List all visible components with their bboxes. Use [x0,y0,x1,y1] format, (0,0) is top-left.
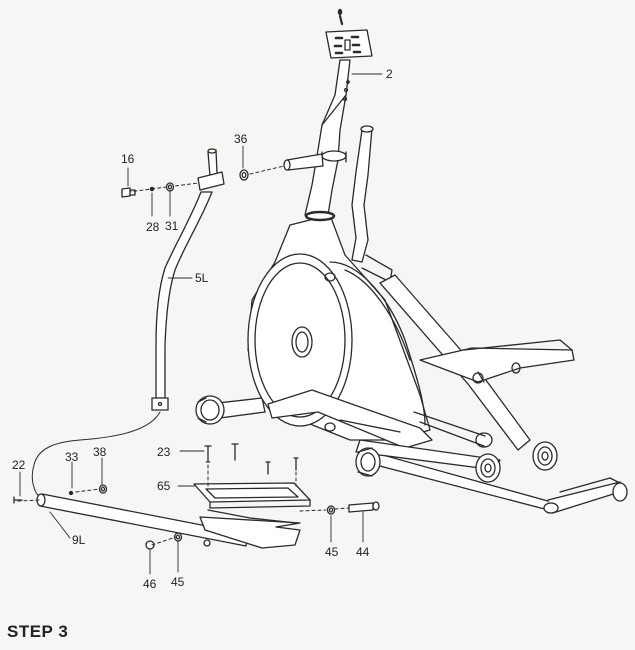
callout-5l: 5L [195,271,209,285]
callout-2: 2 [386,67,393,81]
left-pedal-tube-9l [13,484,249,547]
callout-9l: 9L [72,533,86,547]
pedal-65 [145,482,311,550]
base-frame [195,395,628,514]
callout-45b: 45 [171,575,185,589]
lower-link-arm [267,389,501,483]
right-pedal-arm [379,274,575,471]
callout-44: 44 [356,545,370,559]
callout-23: 23 [157,445,171,459]
callout-36: 36 [234,132,248,146]
callout-38: 38 [93,445,107,459]
callout-31: 31 [165,219,179,233]
bolts-23 [204,443,299,489]
hardware-16-28-31 [121,169,249,198]
callout-65: 65 [157,479,171,493]
console-mast [304,8,373,222]
left-handle-5l [127,148,225,411]
connector-curve [31,411,161,501]
callout-45a: 45 [325,545,339,559]
callout-22: 22 [12,458,26,472]
callout-16: 16 [121,152,135,166]
flywheel-housing [247,214,431,441]
bolt-44-washer-45 [299,501,380,515]
callout-33: 33 [65,450,79,464]
callout-46: 46 [143,577,157,591]
right-handle-arm [351,125,393,283]
callout-28: 28 [146,220,160,234]
step-title: STEP 3 [7,622,69,641]
pivot-axle [249,153,324,175]
leader-lines [19,73,383,575]
